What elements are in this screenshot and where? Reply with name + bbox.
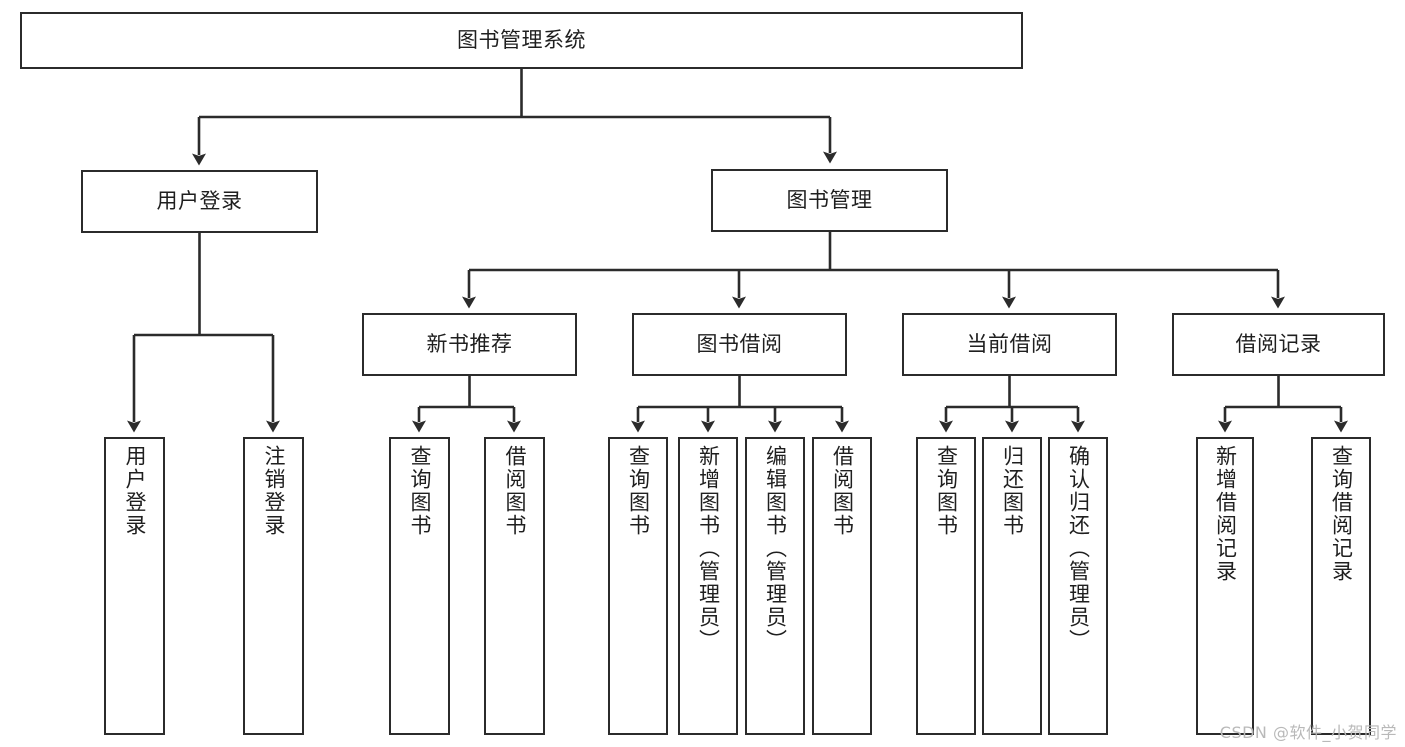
node-leaf-query-record-label: 查询借阅记录	[1329, 445, 1354, 583]
node-leaf-logout-label: 注销登录	[262, 445, 286, 537]
node-leaf-confirm-return[interactable]: 确认归还（管理员）	[1048, 437, 1108, 735]
node-leaf-add-record-label: 新增借阅记录	[1213, 445, 1238, 583]
node-book-manage[interactable]: 图书管理	[711, 169, 948, 232]
watermark-text: CSDN @软件_小贺同学	[1219, 723, 1397, 742]
node-leaf-query-book-cur[interactable]: 查询图书	[916, 437, 976, 735]
node-book-borrow[interactable]: 图书借阅	[632, 313, 847, 376]
node-leaf-add-book[interactable]: 新增图书（管理员）	[678, 437, 738, 735]
node-leaf-return-book-label: 归还图书	[1000, 445, 1025, 537]
node-leaf-query-book-cur-label: 查询图书	[934, 445, 959, 537]
node-new-book-rec[interactable]: 新书推荐	[362, 313, 577, 376]
node-leaf-borrow-book-label: 借阅图书	[830, 445, 855, 537]
node-current-borrow[interactable]: 当前借阅	[902, 313, 1117, 376]
node-root-label: 图书管理系统	[457, 28, 586, 53]
node-leaf-query-book-borrow[interactable]: 查询图书	[608, 437, 668, 735]
node-leaf-add-record[interactable]: 新增借阅记录	[1196, 437, 1254, 735]
node-leaf-borrow-book-rec[interactable]: 借阅图书	[484, 437, 545, 735]
node-leaf-query-record[interactable]: 查询借阅记录	[1311, 437, 1371, 735]
node-leaf-logout[interactable]: 注销登录	[243, 437, 304, 735]
node-leaf-return-book[interactable]: 归还图书	[982, 437, 1042, 735]
node-user-login[interactable]: 用户登录	[81, 170, 318, 233]
node-borrow-record-label: 借阅记录	[1235, 332, 1322, 357]
node-leaf-confirm-return-label: 确认归还（管理员）	[1066, 445, 1091, 652]
node-user-login-label: 用户登录	[156, 189, 243, 214]
node-book-manage-label: 图书管理	[786, 188, 873, 213]
node-leaf-query-book-rec[interactable]: 查询图书	[389, 437, 450, 735]
node-new-book-rec-label: 新书推荐	[426, 332, 513, 357]
node-borrow-record[interactable]: 借阅记录	[1172, 313, 1385, 376]
node-current-borrow-label: 当前借阅	[966, 332, 1053, 357]
node-leaf-user-login[interactable]: 用户登录	[104, 437, 165, 735]
node-leaf-query-book-rec-label: 查询图书	[408, 445, 432, 537]
node-leaf-query-book-borrow-label: 查询图书	[626, 445, 651, 537]
node-leaf-edit-book[interactable]: 编辑图书（管理员）	[745, 437, 805, 735]
node-leaf-edit-book-label: 编辑图书（管理员）	[763, 445, 788, 652]
node-leaf-user-login-label: 用户登录	[123, 445, 147, 537]
node-leaf-borrow-book[interactable]: 借阅图书	[812, 437, 872, 735]
node-leaf-add-book-label: 新增图书（管理员）	[696, 445, 721, 652]
node-leaf-borrow-book-rec-label: 借阅图书	[503, 445, 527, 537]
node-root[interactable]: 图书管理系统	[20, 12, 1023, 69]
node-book-borrow-label: 图书借阅	[696, 332, 783, 357]
